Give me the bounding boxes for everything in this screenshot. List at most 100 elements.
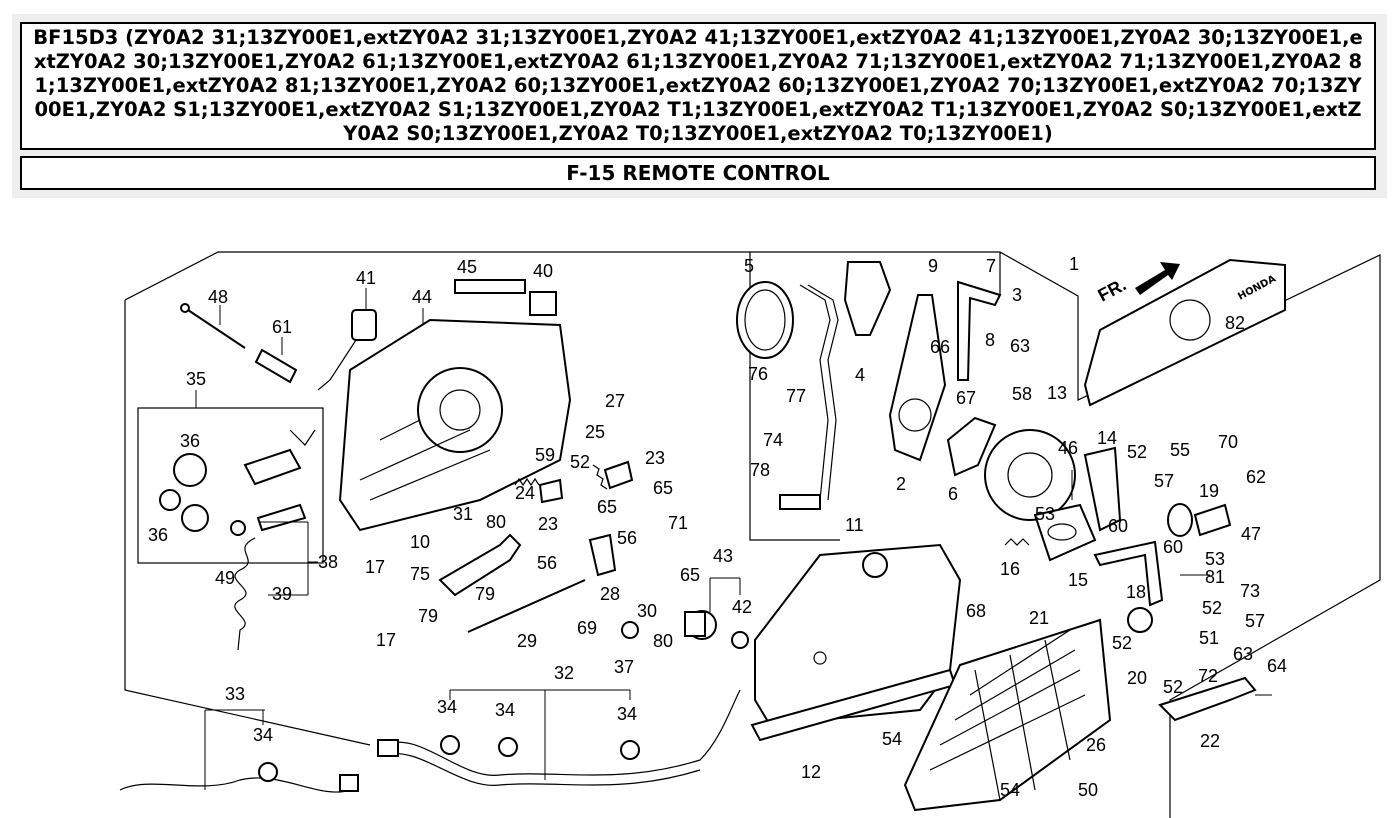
callout-42: 42 bbox=[732, 597, 752, 617]
callout-48: 48 bbox=[208, 287, 228, 307]
callout-56b: 56 bbox=[537, 553, 557, 573]
callout-26: 26 bbox=[1086, 735, 1106, 755]
callout-23a: 23 bbox=[645, 448, 665, 468]
callout-12: 12 bbox=[801, 762, 821, 782]
callout-21: 21 bbox=[1029, 608, 1049, 628]
callout-78: 78 bbox=[750, 460, 770, 480]
callout-52b: 52 bbox=[1127, 442, 1147, 462]
callout-13: 13 bbox=[1047, 383, 1067, 403]
callout-17a: 17 bbox=[365, 557, 385, 577]
callout-82: 82 bbox=[1225, 313, 1245, 333]
callout-52c: 52 bbox=[1202, 598, 1222, 618]
callout-54a: 54 bbox=[882, 729, 902, 749]
callout-8: 8 bbox=[985, 330, 995, 350]
bracket-14 bbox=[1083, 446, 1122, 532]
arm-28 bbox=[588, 533, 617, 577]
callout-11: 11 bbox=[845, 515, 864, 535]
direction-label: FR. bbox=[1094, 274, 1129, 305]
callout-37: 37 bbox=[614, 657, 634, 677]
callout-62: 62 bbox=[1246, 467, 1266, 487]
callout-75: 75 bbox=[410, 564, 430, 584]
key-switch-part bbox=[317, 309, 377, 391]
callout-59: 59 bbox=[535, 445, 555, 465]
callout-3: 3 bbox=[1012, 285, 1022, 305]
callout-74: 74 bbox=[763, 430, 783, 450]
callout-53a: 53 bbox=[1035, 504, 1055, 524]
callout-34a: 34 bbox=[437, 697, 457, 717]
callout-49: 49 bbox=[215, 568, 235, 588]
callout-80a: 80 bbox=[486, 512, 506, 532]
clamps-34 bbox=[258, 735, 640, 782]
wire-harness-32 bbox=[377, 689, 741, 786]
callout-4: 4 bbox=[855, 365, 865, 385]
callout-52d: 52 bbox=[1112, 633, 1132, 653]
model-title: BF15D3 (ZY0A2 31;13ZY00E1,extZY0A2 31;13… bbox=[33, 26, 1363, 145]
arm-3 bbox=[957, 280, 1002, 381]
callout-20: 20 bbox=[1127, 668, 1147, 688]
callout-73: 73 bbox=[1240, 581, 1260, 601]
callout-46: 46 bbox=[1058, 438, 1078, 458]
callout-29: 29 bbox=[517, 631, 537, 651]
control-box-body bbox=[338, 318, 572, 532]
callout-19: 19 bbox=[1199, 481, 1219, 501]
callout-57b: 57 bbox=[1245, 611, 1265, 631]
callout-60a: 60 bbox=[1108, 516, 1128, 536]
callout-27: 27 bbox=[605, 391, 625, 411]
callout-17b: 17 bbox=[376, 630, 396, 650]
callout-36a: 36 bbox=[180, 431, 200, 451]
cable-77 bbox=[779, 284, 839, 510]
callout-34b: 34 bbox=[495, 700, 515, 720]
rod-29 bbox=[467, 579, 586, 633]
wire-harness-33 bbox=[119, 774, 359, 793]
callout-65a: 65 bbox=[653, 478, 673, 498]
section-title: F-15 REMOTE CONTROL bbox=[566, 161, 830, 185]
callout-34c: 34 bbox=[617, 704, 637, 724]
callout-35: 35 bbox=[186, 369, 206, 389]
plate-2 bbox=[888, 294, 947, 462]
callout-72: 72 bbox=[1198, 666, 1218, 686]
callout-55: 55 bbox=[1170, 440, 1190, 460]
lanyard-parts bbox=[230, 503, 307, 651]
callout-60b: 60 bbox=[1163, 537, 1183, 557]
clip-37 bbox=[621, 621, 639, 639]
callout-79a: 79 bbox=[475, 584, 495, 604]
subtitle-box: F-15 REMOTE CONTROL bbox=[20, 156, 1376, 190]
callout-69: 69 bbox=[577, 618, 597, 638]
callout-14: 14 bbox=[1097, 428, 1117, 448]
callout-80b: 80 bbox=[653, 631, 673, 651]
ring-55 bbox=[1167, 503, 1193, 537]
callout-9: 9 bbox=[928, 256, 938, 276]
callout-64: 64 bbox=[1267, 656, 1287, 676]
callout-66: 66 bbox=[930, 337, 950, 357]
callout-1: 1 bbox=[1069, 254, 1079, 274]
leader-lines bbox=[195, 288, 1272, 790]
callout-24: 24 bbox=[515, 483, 535, 503]
spring-24 bbox=[514, 477, 540, 487]
lever-4 bbox=[843, 261, 892, 336]
callout-61: 61 bbox=[272, 317, 292, 337]
callout-71: 71 bbox=[668, 513, 688, 533]
bracket-23 bbox=[538, 460, 634, 504]
callout-40: 40 bbox=[533, 261, 553, 281]
switch-20 bbox=[1127, 607, 1153, 633]
spring-25 bbox=[592, 464, 608, 490]
clip-40 bbox=[529, 291, 557, 316]
callout-51: 51 bbox=[1199, 628, 1219, 648]
callout-2: 2 bbox=[896, 474, 906, 494]
bolt-48 bbox=[180, 303, 246, 349]
ring-5 bbox=[736, 281, 794, 359]
callout-58: 58 bbox=[1012, 384, 1032, 404]
callout-15: 15 bbox=[1068, 570, 1088, 590]
callout-67: 67 bbox=[956, 388, 976, 408]
callout-53b: 53 bbox=[1205, 549, 1225, 569]
callout-6: 6 bbox=[948, 484, 958, 504]
callout-38: 38 bbox=[318, 552, 338, 572]
callout-44: 44 bbox=[412, 287, 432, 307]
callout-68: 68 bbox=[966, 601, 986, 621]
plate-6 bbox=[946, 416, 997, 477]
grille-26 bbox=[903, 618, 1112, 812]
callout-31: 31 bbox=[453, 504, 473, 524]
cover-82 bbox=[1083, 258, 1286, 407]
callout-79b: 79 bbox=[418, 606, 438, 626]
callout-16: 16 bbox=[1000, 559, 1020, 579]
